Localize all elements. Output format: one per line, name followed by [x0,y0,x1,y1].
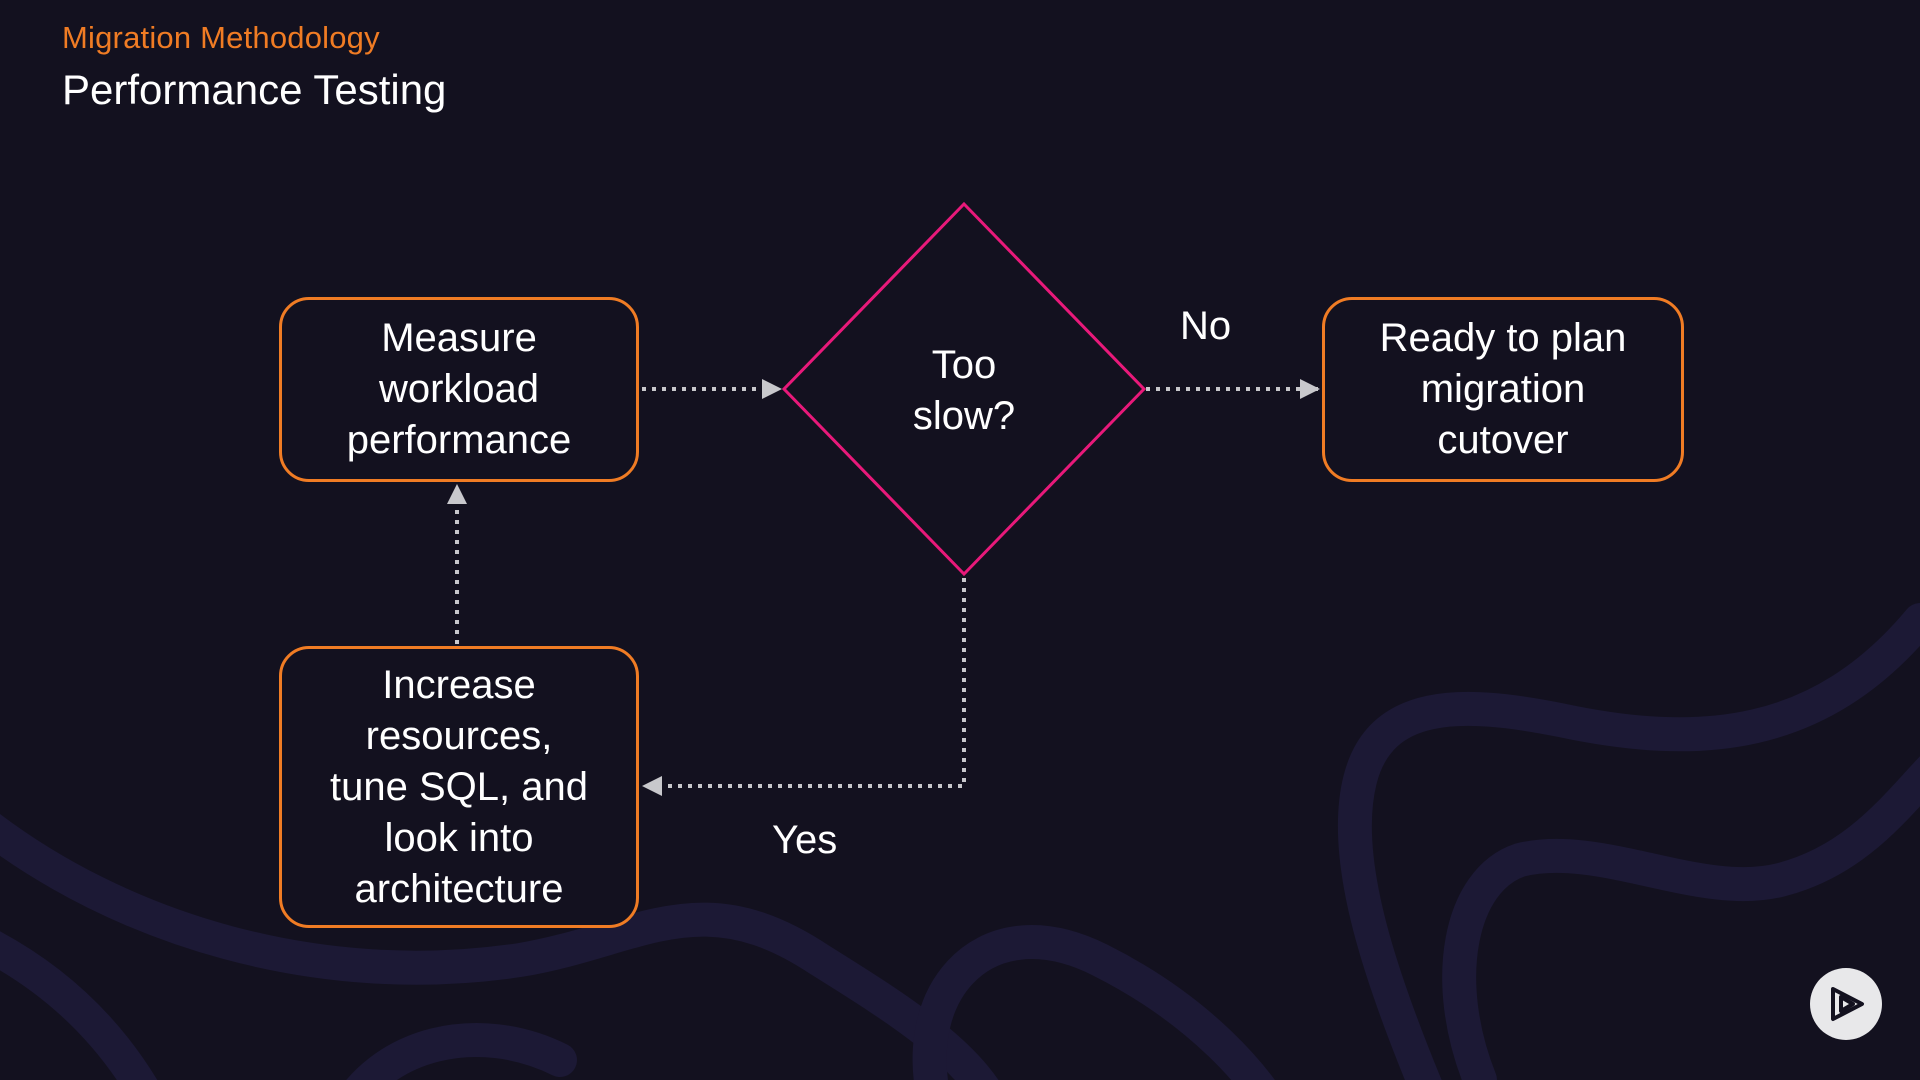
decision-diamond [781,201,1147,577]
decision-line: slow? [912,394,1016,438]
box-line: look into [384,815,534,860]
box-line: Increase [382,662,536,707]
edge-label-no: No [1180,304,1232,348]
increase-resources-box: Increase resources, tune SQL, and look i… [279,646,639,928]
box-line: resources, [365,713,553,758]
ready-to-plan-box: Ready to plan migration cutover [1322,297,1684,482]
play-logo-icon [1810,968,1882,1040]
box-line: cutover [1437,418,1569,462]
measure-workload-box: Measure workload performance [279,297,639,482]
box-line: Measure [381,316,537,360]
box-line: workload [378,367,540,411]
decision-label: Too slow? [864,340,1064,442]
connector-yes [642,578,966,796]
edge-label-yes: Yes [772,818,838,862]
box-line: tune SQL, and [330,764,588,809]
slide-title: Performance Testing [62,66,447,113]
section-eyebrow: Migration Methodology [62,20,380,55]
decision-line: Too [931,343,997,387]
box-line: performance [346,418,572,462]
box-line: migration [1420,367,1586,411]
slide-header: Migration Methodology Performance Testin… [62,20,446,114]
box-line: architecture [354,866,564,911]
box-line: Ready to plan [1379,316,1627,360]
